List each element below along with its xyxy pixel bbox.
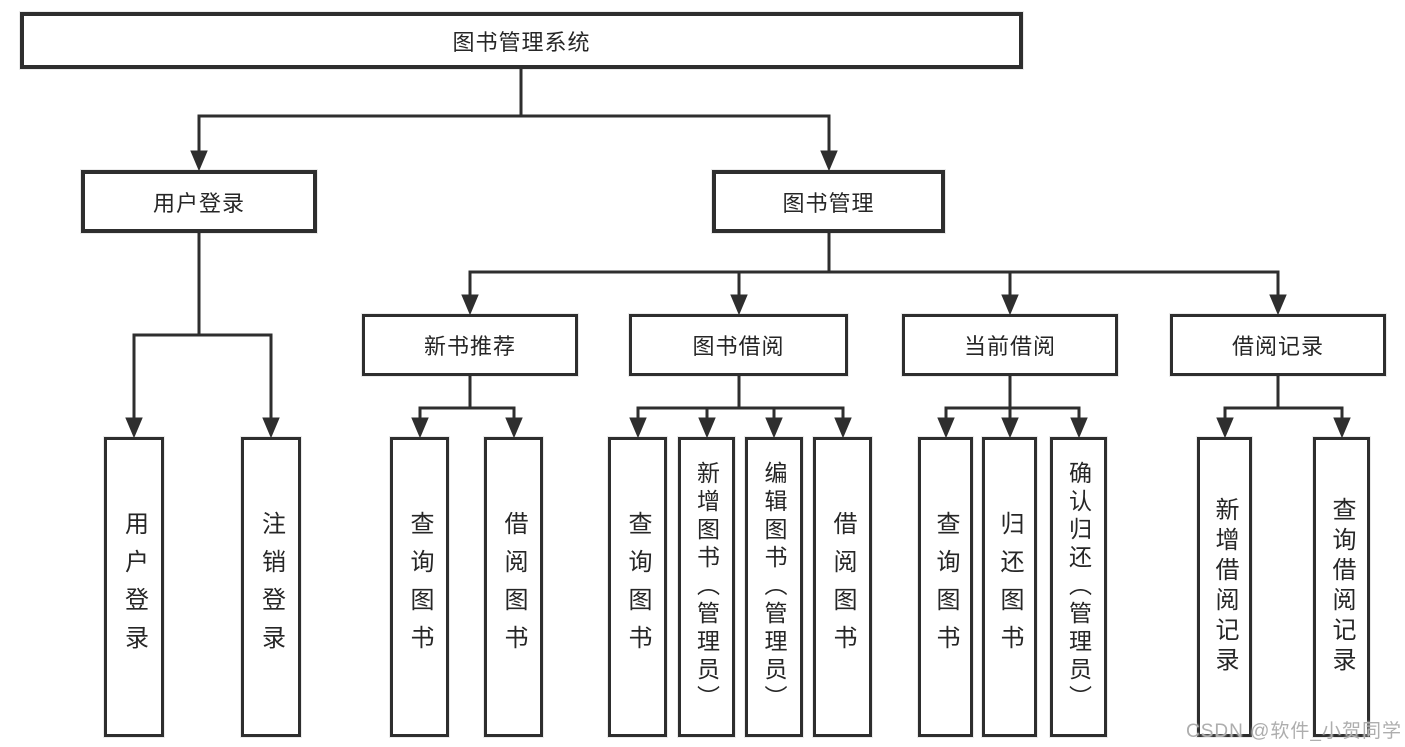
node-borrow-records: 借阅记录 (1170, 314, 1386, 376)
wire-bookmgmt-to-level2 (461, 231, 1287, 316)
leaf-query-books-recommend-label: 查询图书 (406, 511, 433, 663)
node-new-book-recommend-label: 新书推荐 (423, 334, 516, 359)
arrowhead-down-icon (765, 417, 783, 439)
arrowhead-down-icon (820, 150, 838, 172)
arrowhead-down-icon (937, 417, 955, 439)
arrowhead-down-icon (730, 294, 748, 316)
arrowhead-down-icon (190, 150, 208, 172)
wire-root-to-level1 (190, 67, 838, 172)
arrowhead-down-icon (1216, 417, 1234, 439)
node-borrow-records-label: 借阅记录 (1231, 334, 1324, 359)
leaf-query-borrow-record: 查询借阅记录 (1313, 437, 1370, 737)
leaf-query-books-borrow: 查询图书 (608, 437, 667, 737)
leaf-add-book-admin: 新增图书（管理员） (678, 437, 735, 737)
node-current-borrow: 当前借阅 (902, 314, 1118, 376)
node-book-borrow-label: 图书借阅 (692, 334, 785, 359)
node-root-label: 图书管理系统 (452, 29, 591, 55)
leaf-edit-book-admin: 编辑图书（管理员） (745, 437, 803, 737)
leaf-return-book: 归还图书 (982, 437, 1037, 737)
node-current-borrow-label: 当前借阅 (963, 334, 1056, 359)
arrowhead-down-icon (629, 417, 647, 439)
leaf-query-borrow-record-label: 查询借阅记录 (1328, 497, 1355, 677)
wire-records-to-leaves (1216, 374, 1351, 439)
arrowhead-down-icon (125, 417, 143, 439)
node-user-login: 用户登录 (81, 170, 317, 233)
wire-currentborrow-to-leaves (937, 374, 1088, 439)
wire-recommend-to-leaves (411, 374, 523, 439)
leaf-query-books-current-label: 查询图书 (932, 511, 959, 663)
leaf-query-books-borrow-label: 查询图书 (624, 511, 651, 663)
leaf-user-login: 用户登录 (104, 437, 164, 737)
node-book-borrow: 图书借阅 (629, 314, 848, 376)
arrowhead-down-icon (262, 417, 280, 439)
node-user-login-label: 用户登录 (152, 190, 245, 216)
leaf-query-books-current: 查询图书 (918, 437, 973, 737)
arrowhead-down-icon (1070, 417, 1088, 439)
wire-bookborrow-to-leaves (629, 374, 852, 439)
leaf-borrow-books-recommend-label: 借阅图书 (500, 511, 527, 663)
arrowhead-down-icon (1001, 294, 1019, 316)
node-book-management-label: 图书管理 (782, 190, 875, 216)
leaf-add-borrow-record: 新增借阅记录 (1197, 437, 1252, 737)
leaf-confirm-return-admin-label: 确认归还（管理员） (1065, 461, 1092, 713)
leaf-confirm-return-admin: 确认归还（管理员） (1050, 437, 1107, 737)
leaf-edit-book-admin-label: 编辑图书（管理员） (761, 461, 787, 713)
arrowhead-down-icon (1001, 417, 1019, 439)
leaf-borrow-books-recommend: 借阅图书 (484, 437, 543, 737)
leaf-user-login-label: 用户登录 (120, 511, 148, 663)
leaf-return-book-label: 归还图书 (996, 511, 1023, 663)
node-root: 图书管理系统 (20, 12, 1023, 69)
node-book-management: 图书管理 (712, 170, 945, 233)
wire-userlogin-to-leaves (125, 231, 280, 439)
arrowhead-down-icon (698, 417, 716, 439)
leaf-borrow-books: 借阅图书 (813, 437, 872, 737)
arrowhead-down-icon (1333, 417, 1351, 439)
leaf-query-books-recommend: 查询图书 (390, 437, 449, 737)
arrowhead-down-icon (411, 417, 429, 439)
arrowhead-down-icon (461, 294, 479, 316)
csdn-watermark: CSDN @软件_小贺同学 (1186, 721, 1402, 742)
arrowhead-down-icon (505, 417, 523, 439)
arrowhead-down-icon (1269, 294, 1287, 316)
leaf-add-borrow-record-label: 新增借阅记录 (1211, 497, 1238, 677)
leaf-logout-label: 注销登录 (257, 511, 285, 663)
leaf-add-book-admin-label: 新增图书（管理员） (693, 461, 720, 713)
leaf-logout: 注销登录 (241, 437, 301, 737)
arrowhead-down-icon (834, 417, 852, 439)
leaf-borrow-books-label: 借阅图书 (829, 511, 856, 663)
node-new-book-recommend: 新书推荐 (362, 314, 578, 376)
